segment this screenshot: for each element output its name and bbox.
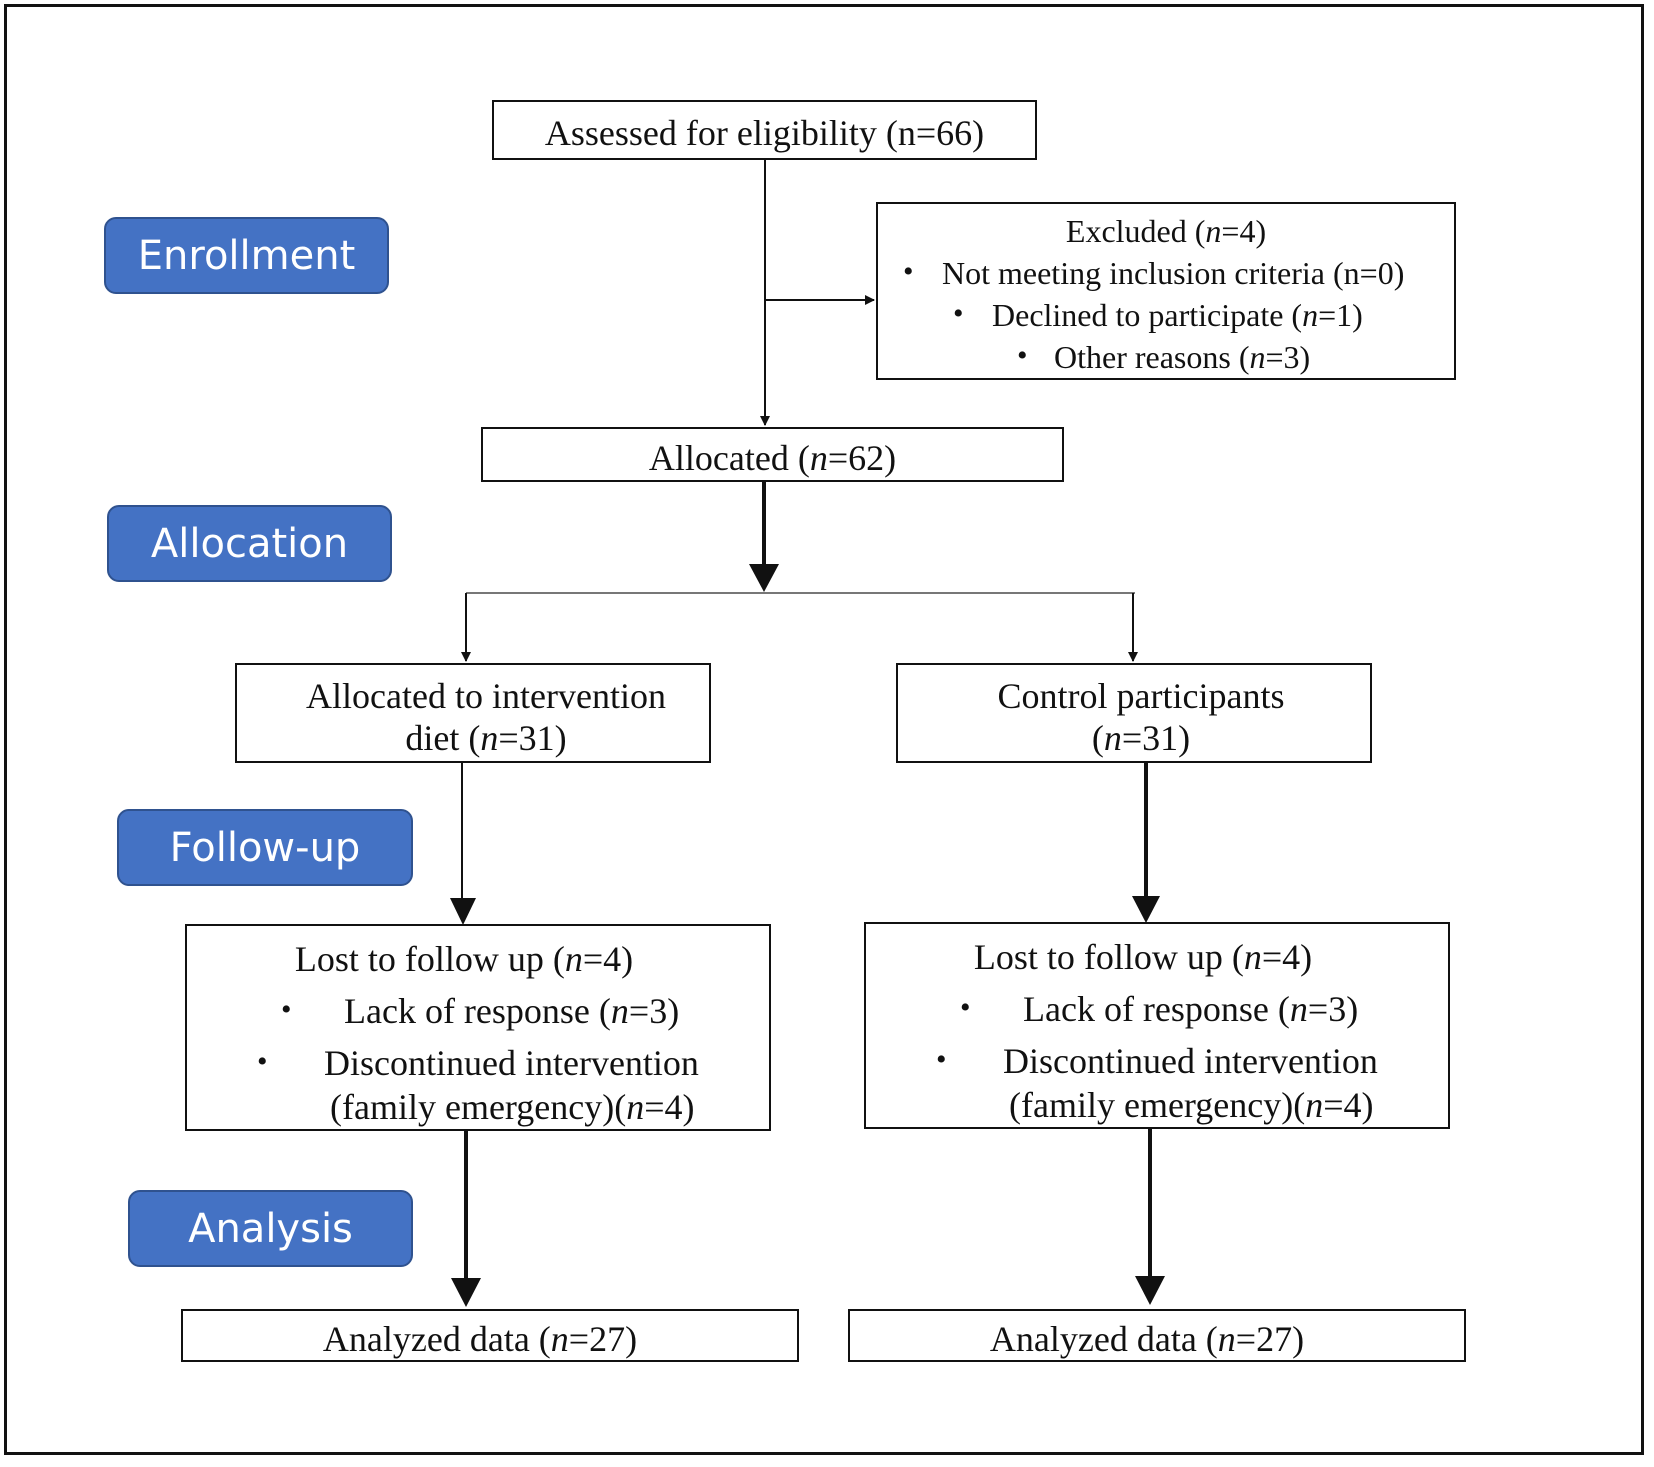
lost-bullet-1-control: • (960, 991, 971, 1024)
assessed-label: Assessed for eligibility (n=66) (544, 113, 985, 153)
lost-bullet-2-intervention: • (257, 1045, 268, 1078)
analyzed-label-control: Analyzed data (n=27) (989, 1319, 1305, 1359)
stage-analysis-label: Analysis (188, 1205, 353, 1252)
lost-bullet-2-control: • (936, 1043, 947, 1076)
arrowhead-allocated (749, 564, 779, 592)
lost-title-intervention: Lost to follow up (n=4) (294, 939, 634, 979)
lost-title-control: Lost to follow up (n=4) (973, 937, 1313, 977)
arrowhead-control-lost (1132, 896, 1160, 923)
lost-item-1-intervention: Lack of response (n=3) (344, 991, 680, 1031)
analyzed-box-intervention: Analyzed data (n=27) (181, 1309, 799, 1362)
lost-bullet-1-intervention: • (281, 993, 292, 1026)
assessed-box: Assessed for eligibility (n=66) (492, 100, 1037, 160)
stage-followup: Follow-up (117, 809, 413, 886)
intervention-line-2: diet (n=31) (405, 718, 567, 758)
intervention-box: Allocated to intervention diet (n=31) (235, 663, 711, 763)
excluded-box: Excluded (n=4) • Not meeting inclusion c… (876, 202, 1456, 380)
intervention-line-1: Allocated to intervention (306, 676, 666, 716)
excluded-bullet-1: • (903, 255, 914, 288)
allocated-label: Allocated (n=62) (648, 438, 897, 478)
allocated-box: Allocated (n=62) (481, 427, 1064, 482)
lost-item-2b-control: (family emergency)(n=4) (1009, 1085, 1374, 1125)
arrowhead-analyzed-right (1135, 1276, 1165, 1305)
excluded-item-3: Other reasons (n=3) (1054, 339, 1311, 375)
arrowhead-analyzed-left (451, 1278, 481, 1307)
stage-followup-label: Follow-up (169, 824, 361, 871)
stage-allocation-label: Allocation (150, 520, 349, 567)
excluded-title: Excluded (n=4) (1065, 213, 1267, 249)
lost-item-2a-intervention: Discontinued intervention (324, 1043, 699, 1083)
lost-item-1-control: Lack of response (n=3) (1023, 989, 1359, 1029)
control-line-2: (n=31) (1091, 718, 1191, 758)
arrowhead-intervention-lost (450, 898, 476, 925)
stage-analysis: Analysis (128, 1190, 413, 1267)
control-box: Control participants (n=31) (896, 663, 1372, 763)
stage-enrollment-label: Enrollment (137, 232, 356, 279)
lost-item-2a-control: Discontinued intervention (1003, 1041, 1378, 1081)
control-line-1: Control participants (997, 676, 1285, 716)
excluded-item-1: Not meeting inclusion criteria (n=0) (942, 255, 1405, 291)
stage-allocation: Allocation (107, 505, 392, 582)
lost-box-control: Lost to follow up (n=4) • Lack of respon… (864, 922, 1450, 1129)
excluded-bullet-3: • (1017, 339, 1028, 372)
lost-item-2b-intervention: (family emergency)(n=4) (330, 1087, 695, 1127)
analyzed-label-intervention: Analyzed data (n=27) (322, 1319, 638, 1359)
excluded-item-2: Declined to participate (n=1) (992, 297, 1363, 333)
lost-box-intervention: Lost to follow up (n=4) • Lack of respon… (185, 924, 771, 1131)
analyzed-box-control: Analyzed data (n=27) (848, 1309, 1466, 1362)
excluded-bullet-2: • (953, 297, 964, 330)
stage-enrollment: Enrollment (104, 217, 389, 294)
